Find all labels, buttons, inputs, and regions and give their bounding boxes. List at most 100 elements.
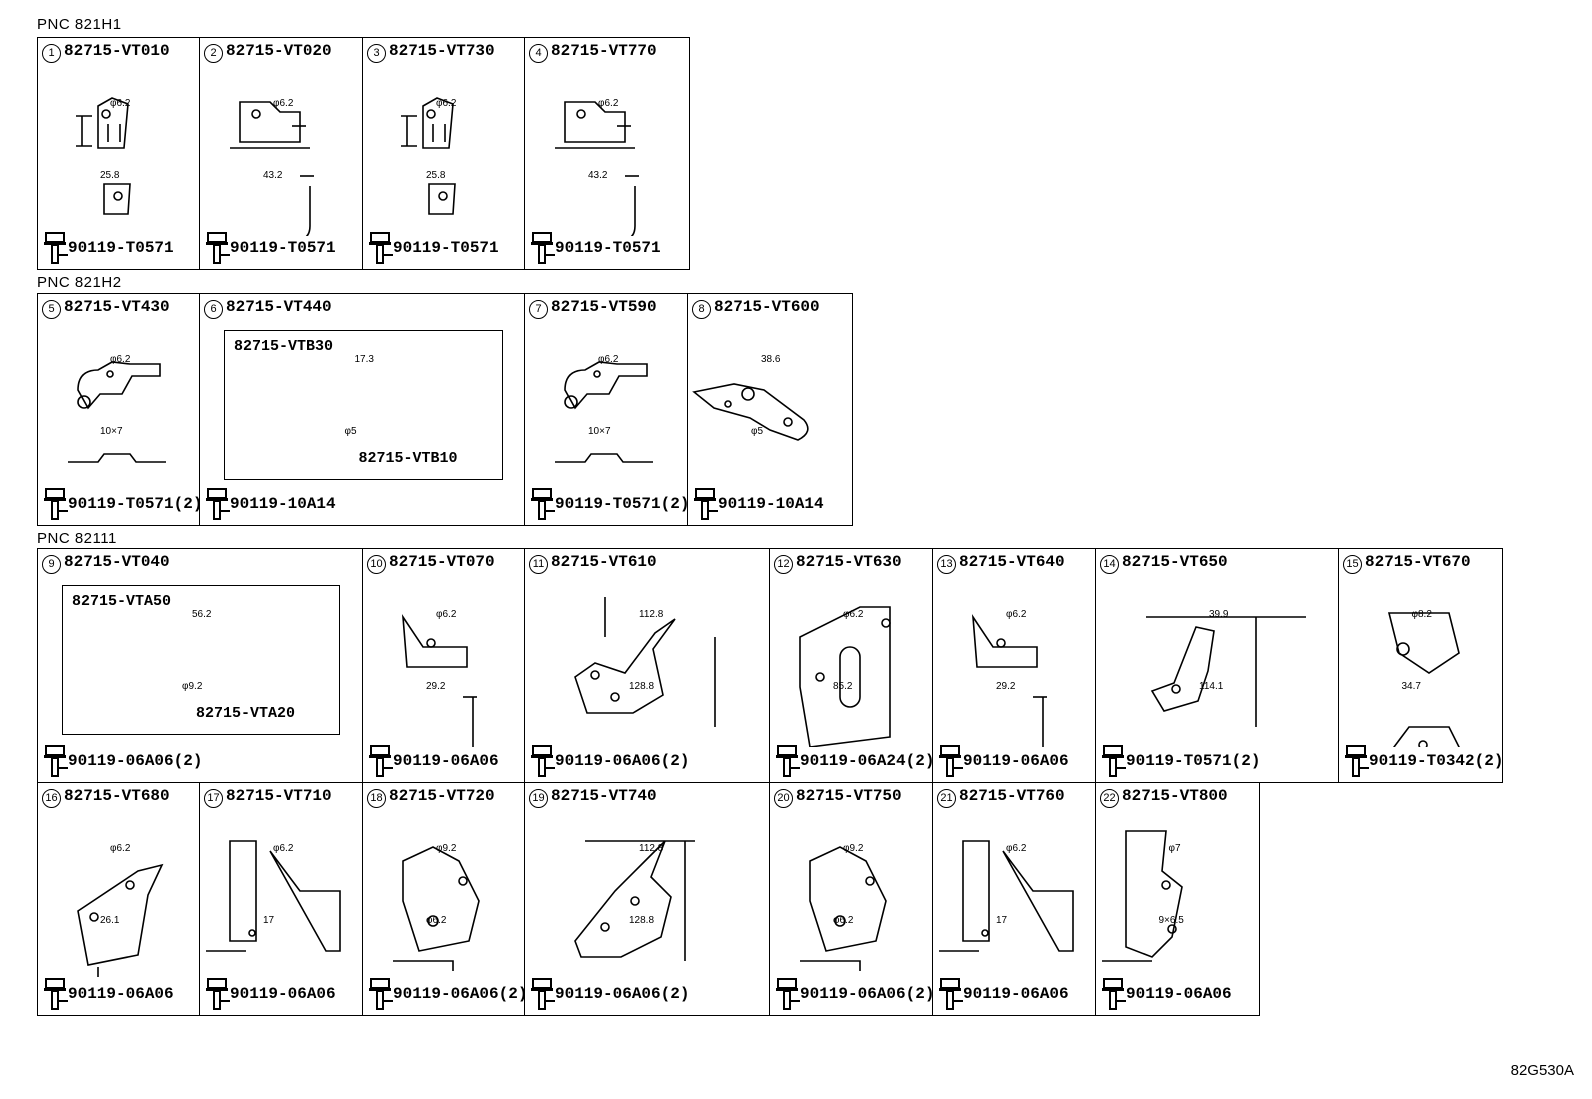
dimension-label: 25.8 [100,170,120,181]
sub-part-number[interactable]: 82715-VTA20 [196,705,296,722]
bolt-part-number[interactable]: 90119-06A06 [230,985,336,1004]
bolt-part[interactable]: 90119-10A14 [692,487,824,521]
bolt-part[interactable]: 90119-06A24(2) [774,744,934,778]
dimension-label: φ6.2 [426,915,447,926]
pnc-label-2: PNC 821H2 [37,274,122,291]
part-number[interactable]: 82715-VT430 [64,298,170,316]
part-number[interactable]: 82715-VT610 [551,553,657,571]
bolt-part[interactable]: 90119-T0571(2) [529,487,689,521]
bolt-part-number[interactable]: 90119-T0571 [555,239,661,258]
bolt-part-number[interactable]: 90119-T0571(2) [1126,752,1261,771]
part-number[interactable]: 82715-VT640 [959,553,1065,571]
bolt-part[interactable]: 90119-06A06 [367,744,499,778]
bracket-drawing [1387,612,1460,747]
part-number[interactable]: 82715-VT750 [796,787,902,805]
sub-part-number[interactable]: 82715-VTB30 [234,338,334,355]
part-number[interactable]: 82715-VT720 [389,787,495,805]
dimension-label: 128.8 [629,681,655,692]
bolt-part-number[interactable]: 90119-06A06 [1126,985,1232,1004]
bolt-part-number[interactable]: 90119-T0571 [230,239,336,258]
part-number[interactable]: 82715-VT590 [551,298,657,316]
bolt-part-number[interactable]: 90119-T0342(2) [1369,752,1504,771]
part-number[interactable]: 82715-VT800 [1122,787,1228,805]
part-number[interactable]: 82715-VT710 [226,787,332,805]
bolt-part-number[interactable]: 90119-06A06(2) [555,985,690,1004]
part-number[interactable]: 82715-VT770 [551,42,657,60]
part-number[interactable]: 82715-VT630 [796,553,902,571]
bracket-drawing [692,383,809,441]
bracket-drawing [574,597,716,727]
item-number: 20 [774,789,793,808]
sub-part-number[interactable]: 82715-VTB10 [358,450,458,467]
bolt-part[interactable]: 90119-T0571 [529,231,661,265]
bolt-part-number[interactable]: 90119-06A06(2) [800,985,935,1004]
bolt-icon [694,488,718,520]
bracket-drawing [77,863,164,977]
bolt-part[interactable]: 90119-T0342(2) [1343,744,1503,778]
dimension-label: 17 [263,915,275,926]
item-number: 15 [1343,555,1362,574]
bolt-part-number[interactable]: 90119-06A24(2) [800,752,935,771]
part-number[interactable]: 82715-VT070 [389,553,495,571]
part-number[interactable]: 82715-VT010 [64,42,170,60]
dimension-label: 112.8 [639,609,664,620]
bolt-part-number[interactable]: 90119-T0571 [393,239,499,258]
part-number[interactable]: 82715-VT440 [226,298,332,316]
bolt-part[interactable]: 90119-06A06(2) [367,977,527,1011]
bolt-part-number[interactable]: 90119-T0571(2) [68,495,203,514]
part-number[interactable]: 82715-VT040 [64,553,170,571]
dimension-label: 128.8 [629,915,655,926]
part-number[interactable]: 82715-VT600 [714,298,820,316]
item-number: 16 [42,789,61,808]
bolt-part[interactable]: 90119-06A06 [1100,977,1232,1011]
part-number[interactable]: 82715-VT680 [64,787,170,805]
bolt-part[interactable]: 90119-T0571(2) [1100,744,1260,778]
bolt-part[interactable]: 90119-06A06 [204,977,336,1011]
assembly-box [62,585,340,735]
bolt-part-number[interactable]: 90119-10A14 [230,495,336,514]
item-number: 3 [367,44,386,63]
bolt-part[interactable]: 90119-T0571 [367,231,499,265]
bolt-part-number[interactable]: 90119-06A06 [68,985,174,1004]
part-number[interactable]: 82715-VT760 [959,787,1065,805]
part-number[interactable]: 82715-VT730 [389,42,495,60]
bolt-part[interactable]: 90119-10A14 [204,487,336,521]
dimension-label: φ6.2 [273,843,294,854]
dimension-label: 17.3 [354,354,374,365]
part-number[interactable]: 82715-VT650 [1122,553,1228,571]
bolt-part[interactable]: 90119-06A06(2) [42,744,202,778]
bolt-part[interactable]: 90119-06A06 [937,744,1069,778]
part-number[interactable]: 82715-VT740 [551,787,657,805]
part-number[interactable]: 82715-VT020 [226,42,332,60]
item-number: 4 [529,44,548,63]
bolt-part[interactable]: 90119-T0571 [204,231,336,265]
bolt-part-number[interactable]: 90119-06A06(2) [68,752,203,771]
dimension-label: 17 [996,915,1008,926]
bolt-part[interactable]: 90119-T0571 [42,231,174,265]
bolt-part-number[interactable]: 90119-06A06(2) [393,985,528,1004]
dimension-label: 10×7 [588,426,611,437]
bolt-part[interactable]: 90119-06A06(2) [774,977,934,1011]
bolt-part-number[interactable]: 90119-06A06 [393,752,499,771]
bracket-drawing [555,101,639,236]
bolt-part-number[interactable]: 90119-06A06(2) [555,752,690,771]
bolt-icon [369,232,393,264]
bolt-part[interactable]: 90119-06A06 [937,977,1069,1011]
bolt-part-number[interactable]: 90119-06A06 [963,985,1069,1004]
bolt-part[interactable]: 90119-06A06 [42,977,174,1011]
bolt-part-number[interactable]: 90119-06A06 [963,752,1069,771]
bolt-part[interactable]: 90119-06A06(2) [529,977,689,1011]
part-number[interactable]: 82715-VT670 [1365,553,1471,571]
bolt-part-number[interactable]: 90119-T0571(2) [555,495,690,514]
bracket-drawing [1102,830,1183,962]
bolt-part[interactable]: 90119-06A06(2) [529,744,689,778]
bolt-part[interactable]: 90119-T0571(2) [42,487,202,521]
dimension-label: φ7 [1168,843,1181,854]
sub-part-number[interactable]: 82715-VTA50 [72,593,172,610]
bolt-part-number[interactable]: 90119-T0571 [68,239,174,258]
bolt-icon [44,978,68,1010]
bolt-part-number[interactable]: 90119-10A14 [718,495,824,514]
